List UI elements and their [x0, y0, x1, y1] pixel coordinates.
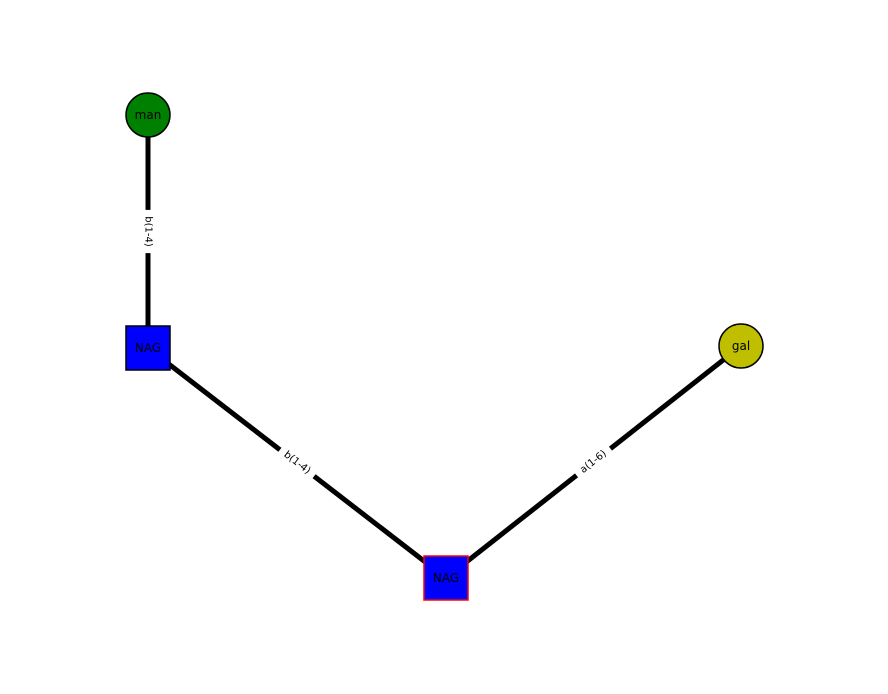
edge-label-group-nag1-nag2: b(1-4)	[275, 443, 319, 483]
edges-layer	[145, 115, 743, 580]
node-nag1-square	[125, 325, 171, 371]
edge-label-bg	[140, 209, 156, 254]
node-label-man: man	[135, 108, 162, 122]
node-label-gal: gal	[732, 339, 750, 353]
edge-labels-layer: b(1-4) b(1-4) a(1-6)	[140, 209, 616, 483]
edge-label: b(1-4)	[143, 216, 154, 247]
edge-label-group-nag2-gal: a(1-6)	[571, 442, 616, 482]
node-man-circle	[125, 92, 171, 138]
node-label-nag2: NAG	[433, 571, 459, 585]
node-gal-circle	[718, 323, 764, 369]
edge-label-group-man-nag1: b(1-4)	[140, 209, 156, 254]
edge-label-bg	[275, 443, 319, 483]
node-nag2-square	[423, 555, 469, 601]
node-label-nag1: NAG	[135, 341, 161, 355]
edge-label-bg	[571, 442, 616, 482]
